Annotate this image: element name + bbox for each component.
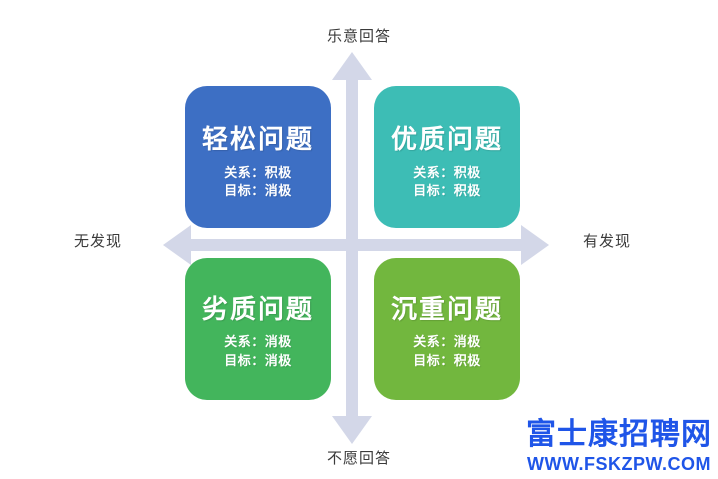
axis-arrow-up-icon [332,52,372,80]
quadrant-top-right-relation: 关系：积极 [413,165,481,181]
quadrant-bottom-left-goal: 目标：消极 [224,354,292,370]
quadrant-bottom-left[interactable]: 劣质问题 关系：消极 目标：消极 [185,258,331,400]
vertical-axis-shaft [346,70,358,430]
watermark-url: WWW.FSKZPW.COM [527,454,711,474]
quadrant-top-left-goal: 目标：消极 [224,184,292,200]
quadrant-bottom-right-goal: 目标：积极 [413,354,481,370]
horizontal-axis-shaft [180,239,532,251]
watermark-site-name: 富士康招聘网 [526,417,712,452]
axis-label-left: 无发现 [74,232,123,250]
quadrant-top-left[interactable]: 轻松问题 关系：积极 目标：消极 [185,86,331,228]
quadrant-top-left-relation: 关系：积极 [224,165,292,181]
quadrant-top-left-title: 轻松问题 [201,125,314,155]
watermark: 富士康招聘网 WWW.FSKZPW.COM [526,417,712,474]
axis-label-top: 乐意回答 [326,27,391,45]
quadrant-bottom-left-details: 关系：消极 目标：消极 [224,334,292,372]
quadrant-top-right[interactable]: 优质问题 关系：积极 目标：积极 [374,86,520,228]
quadrant-top-right-details: 关系：积极 目标：积极 [413,165,481,203]
quadrant-bottom-right-details: 关系：消极 目标：积极 [413,334,481,372]
quadrant-top-right-title: 优质问题 [390,125,503,155]
quadrant-bottom-right-relation: 关系：消极 [413,335,481,351]
quadrant-bottom-left-relation: 关系：消极 [224,335,292,351]
quadrant-top-right-goal: 目标：积极 [413,184,481,200]
quadrant-bottom-left-title: 劣质问题 [201,294,314,325]
axis-label-bottom: 不愿回答 [326,449,391,467]
axis-label-right: 有发现 [583,232,632,250]
quadrant-bottom-right-title: 沉重问题 [390,294,503,325]
axis-arrow-left-icon [163,225,191,265]
axis-arrow-right-icon [521,225,549,265]
quadrant-top-left-details: 关系：积极 目标：消极 [224,165,292,203]
axis-arrow-down-icon [332,416,372,444]
quadrant-bottom-right[interactable]: 沉重问题 关系：消极 目标：积极 [374,258,520,400]
